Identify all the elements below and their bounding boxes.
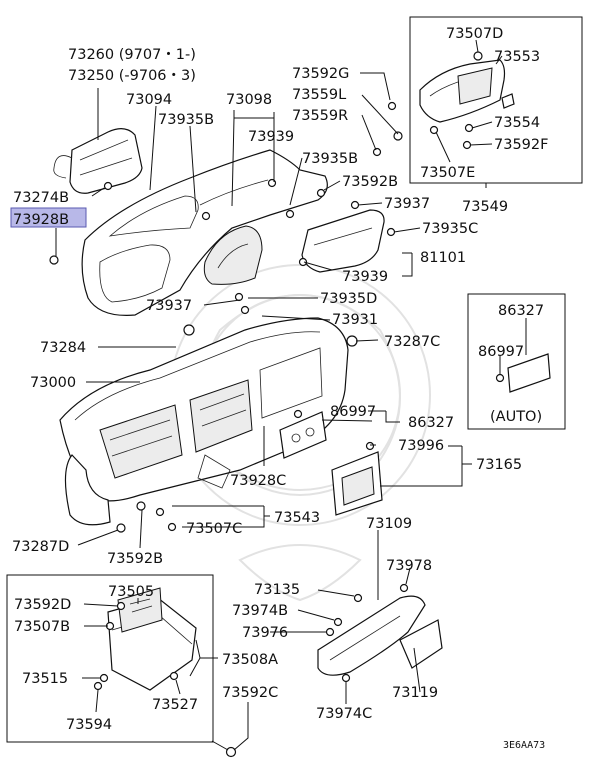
label-73094: 73094 [126,92,172,108]
panel-81101-part [301,209,385,273]
label-73119: 73119 [392,685,438,701]
panel-73165-part [331,451,383,516]
auto-box-frame [467,293,566,430]
label-73553: 73553 [494,49,540,65]
label-73935c: 73935C [422,221,478,237]
upper-panel-73094-part [81,149,328,316]
label-73527: 73527 [152,697,198,713]
label-73996: 73996 [398,438,444,454]
label-73937-2: 73937 [146,298,192,314]
label-73592c: 73592C [222,685,278,701]
label-73592b-1: 73592B [342,174,398,190]
fasteners [49,101,505,758]
label-73978: 73978 [386,558,432,574]
label-73554: 73554 [494,115,540,131]
leader-lines [55,39,527,751]
part-labels: 73260 (9707・1-) 73250 (-9706・3) 73094 73… [12,26,548,751]
label-73935b-1: 73935B [158,112,214,128]
switch-86327-part [279,353,551,459]
label-73928b: 73928B [13,212,69,228]
label-73549: 73549 [462,199,508,215]
label-86997-2: 86997 [478,344,524,360]
label-73135: 73135 [254,582,300,598]
label-86997-1: 86997 [330,404,376,420]
label-73543: 73543 [274,510,320,526]
label-81101: 81101 [420,250,466,266]
label-73260: 73260 (9707・1-) [68,47,196,63]
glovebox-box-frame [409,16,583,184]
lower-cover-73109-part [317,595,443,676]
label-73250: 73250 (-9706・3) [68,68,196,84]
dashboard-73000-part [59,317,349,526]
label-73974c: 73974C [316,706,372,722]
diagram-code: 3E6AA73 [503,740,545,751]
label-73592f: 73592F [494,137,548,153]
label-73507c: 73507C [186,521,242,537]
label-73098: 73098 [226,92,272,108]
label-86327-1: 86327 [408,415,454,431]
label-73559l: 73559L [292,87,346,103]
label-73508a: 73508A [222,652,278,668]
label-73000: 73000 [30,375,76,391]
label-73165: 73165 [476,457,522,473]
label-73937-1: 73937 [384,196,430,212]
label-73592g: 73592G [292,66,349,82]
highlight-73928b [10,207,87,228]
label-73939-2: 73939 [342,269,388,285]
label-auto: (AUTO) [490,409,542,425]
label-73515: 73515 [22,671,68,687]
door-73549-part [419,51,515,123]
label-73284: 73284 [40,340,86,356]
label-73592b-2: 73592B [107,551,163,567]
label-73507b: 73507B [14,619,70,635]
cover-73260-part [53,128,143,194]
label-73935b-2: 73935B [302,151,358,167]
watermark [169,264,431,602]
label-73939-1: 73939 [248,129,294,145]
label-73287c: 73287C [384,334,440,350]
label-73594: 73594 [66,717,112,733]
label-86327-2: 86327 [498,303,544,319]
label-73935d: 73935D [320,291,377,307]
label-73974b: 73974B [232,603,288,619]
label-73505: 73505 [108,584,154,600]
label-73507e: 73507E [420,165,475,181]
label-73559r: 73559R [292,108,348,124]
glovebox-73508a-part [107,587,197,691]
label-73109: 73109 [366,516,412,532]
label-73274b: 73274B [13,190,69,206]
label-73287d: 73287D [12,539,69,555]
label-73507d: 73507D [446,26,503,42]
label-73931: 73931 [332,312,378,328]
label-73592d: 73592D [14,597,71,613]
label-73928c: 73928C [230,473,286,489]
label-73976: 73976 [242,625,288,641]
